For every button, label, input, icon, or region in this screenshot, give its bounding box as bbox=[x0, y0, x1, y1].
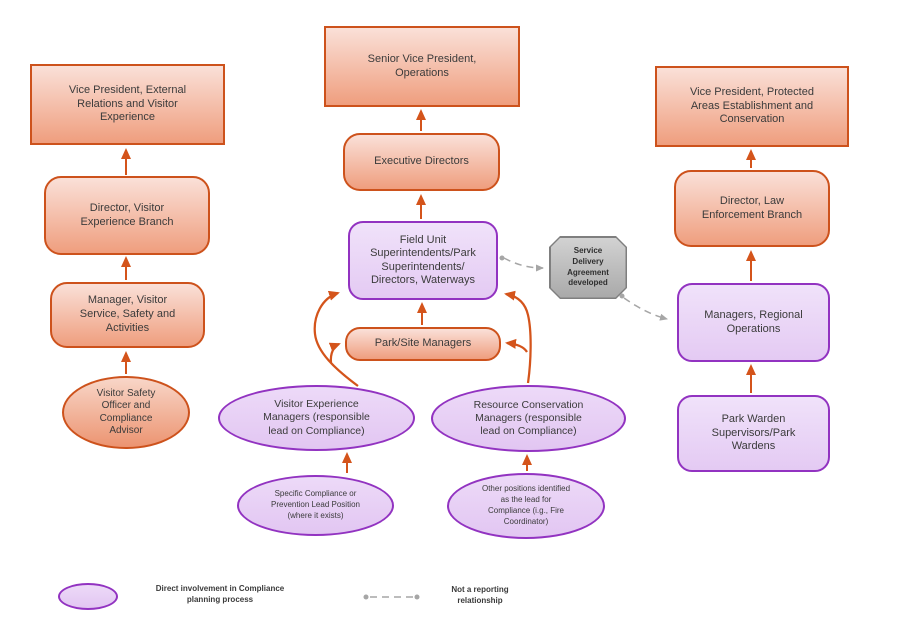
arrow-resource-managers-to-field-unit bbox=[504, 290, 532, 384]
legend-not-reporting-label: Not a reporting relationship bbox=[451, 585, 509, 605]
node-executive-directors: Executive Directors bbox=[343, 133, 500, 191]
node-park-warden-supervisors: Park Warden Supervisors/Park Wardens bbox=[677, 395, 830, 472]
node-senior-vice-president-operations: Senior Vice President, Operations bbox=[324, 26, 520, 107]
node-service-delivery-agreement: Service Delivery Agreement developed bbox=[549, 236, 627, 299]
arrow-visitor-managers-to-park-site bbox=[328, 342, 341, 364]
node-vp-protected-areas: Vice President, Protected Areas Establis… bbox=[655, 66, 849, 147]
node-park-site-managers: Park/Site Managers bbox=[345, 327, 501, 361]
node-director-visitor-experience-branch: Director, Visitor Experience Branch bbox=[44, 176, 210, 255]
node-manager-visitor-service: Manager, Visitor Service, Safety and Act… bbox=[50, 282, 205, 348]
node-resource-conservation-managers: Resource Conservation Managers (responsi… bbox=[431, 385, 626, 452]
legend-direct-involvement-label: Direct involvement in Compliance plannin… bbox=[155, 584, 285, 604]
legend-ellipse-sample bbox=[58, 583, 118, 610]
legend-dash-right-dot bbox=[414, 594, 420, 600]
legend-dash-left-dot bbox=[363, 594, 369, 600]
node-specific-compliance-lead: Specific Compliance or Prevention Lead P… bbox=[237, 475, 394, 536]
node-field-unit-superintendents: Field Unit Superintendents/Park Superint… bbox=[348, 221, 498, 300]
service-delivery-agreement-label: Service Delivery Agreement developed bbox=[551, 238, 626, 298]
dashed-sda-to-managers-regional bbox=[623, 297, 668, 321]
node-vp-external-relations: Vice President, External Relations and V… bbox=[30, 64, 225, 145]
node-visitor-experience-managers: Visitor Experience Managers (responsible… bbox=[218, 385, 415, 451]
node-managers-regional-operations: Managers, Regional Operations bbox=[677, 283, 830, 362]
dashed-field-unit-to-sda bbox=[503, 257, 544, 272]
dashed-start-dot-field-unit bbox=[499, 255, 505, 261]
node-director-law-enforcement: Director, Law Enforcement Branch bbox=[674, 170, 830, 247]
node-visitor-safety-officer: Visitor Safety Officer and Compliance Ad… bbox=[62, 376, 190, 449]
node-other-positions-lead: Other positions identified as the lead f… bbox=[447, 473, 605, 539]
arrow-resource-managers-to-park-site bbox=[505, 338, 528, 353]
